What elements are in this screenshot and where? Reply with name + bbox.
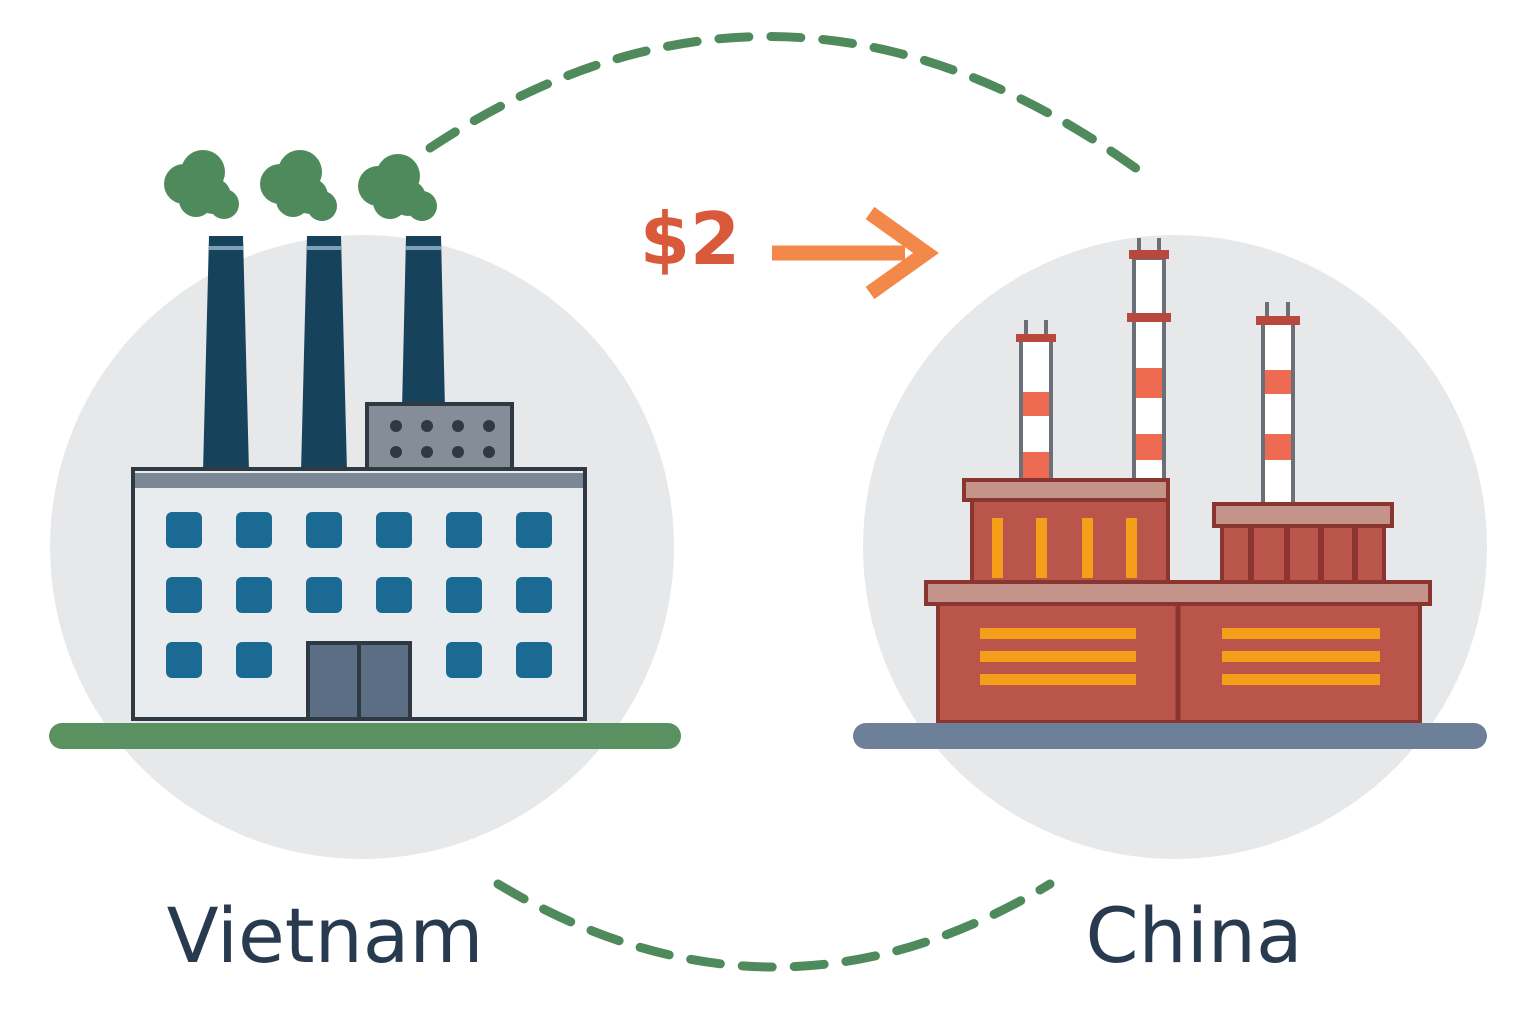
arrow-right-icon: [772, 206, 939, 300]
smoke-icon: [358, 154, 437, 221]
top-dashed-arc: [425, 32, 1157, 185]
smoke-icon: [260, 150, 337, 221]
upper-block-left: [962, 478, 1170, 586]
chimney: [301, 236, 347, 472]
china-label: China: [1085, 891, 1302, 980]
chimney: [203, 236, 249, 472]
vietnam-label: Vietnam: [167, 891, 484, 980]
smoke-icon: [164, 150, 239, 219]
lower-block: [924, 580, 1432, 724]
upper-block-right: [1212, 502, 1394, 586]
vietnam-factory-icon: [49, 150, 681, 749]
china-plant-icon: [853, 238, 1487, 749]
striped-chimney: [1127, 238, 1171, 482]
price-label: $2: [640, 197, 740, 281]
china-backdrop-circle: [863, 235, 1487, 859]
striped-chimney: [1256, 302, 1300, 508]
roof-band: [135, 473, 583, 488]
striped-chimney: [1016, 320, 1056, 482]
bottom-dashed-arc: [493, 879, 1055, 972]
chimney: [402, 236, 445, 410]
window-grid: [166, 512, 552, 678]
door: [306, 641, 412, 721]
vent-box: [365, 402, 514, 472]
